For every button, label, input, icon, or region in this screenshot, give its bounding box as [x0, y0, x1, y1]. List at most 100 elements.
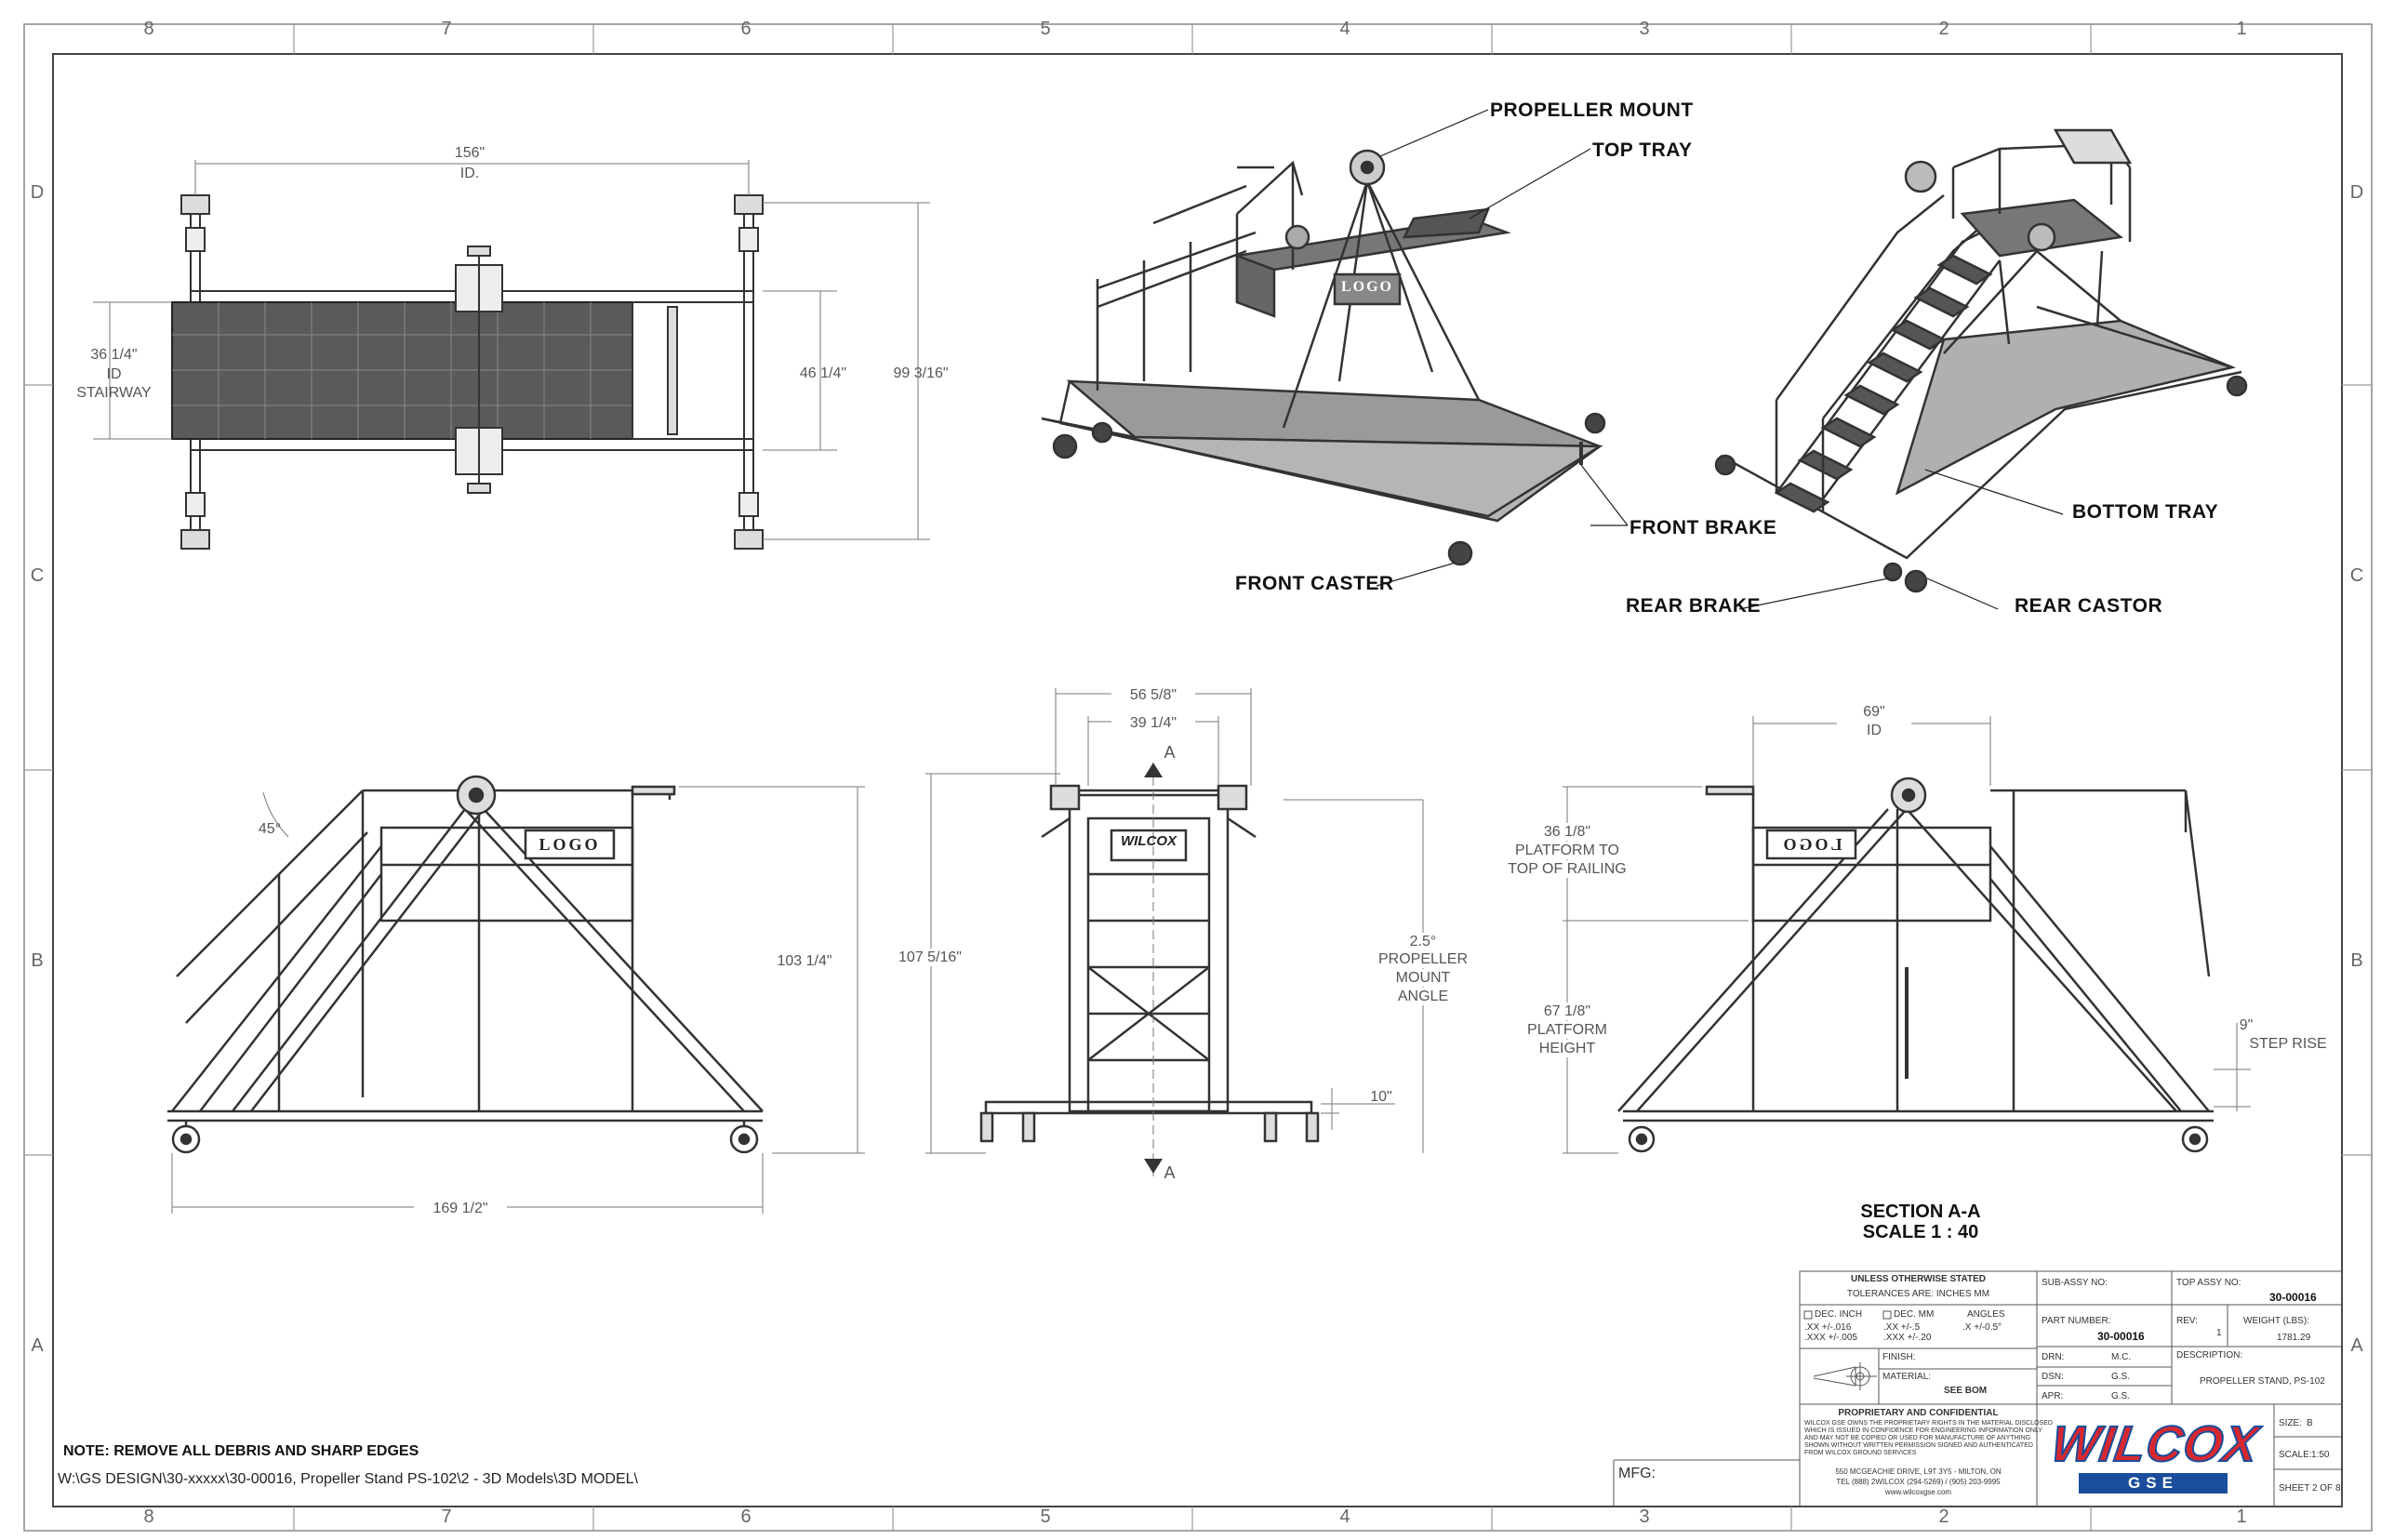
- dim-railing-l1: PLATFORM TO: [1488, 842, 1646, 859]
- callout-front-brake: FRONT BRAKE: [1629, 517, 1777, 538]
- wilcox-logo-wordmark: WILCOX: [2047, 1415, 2263, 1473]
- front-view: [981, 786, 1318, 1141]
- tb-top-assy-value: 30-00016: [2269, 1291, 2317, 1304]
- callout-propeller-mount: PROPELLER MOUNT: [1490, 100, 1694, 121]
- section-label-top: A: [1164, 743, 1176, 762]
- dim-platform-width-sub: ID: [1837, 722, 1911, 739]
- tb-description: DESCRIPTION:: [2176, 1350, 2243, 1361]
- tb-dec-inch-v1: .XX +/-.016: [1804, 1322, 1852, 1333]
- top-view: [172, 195, 763, 549]
- zone-col-3-top: 3: [1639, 19, 1650, 39]
- tb-dsn: DSN:: [2042, 1372, 2064, 1382]
- dim-step: 9": [2239, 1017, 2254, 1033]
- tb-tolerances: TOLERANCES ARE: INCHES MM: [1846, 1289, 1990, 1299]
- zone-col-4-top: 4: [1339, 19, 1350, 39]
- zone-col-7-top: 7: [441, 19, 452, 39]
- dim-front-inner: 39 1/4": [1111, 714, 1195, 732]
- dim-platform-h-l1: PLATFORM: [1507, 1021, 1628, 1039]
- dim-stair-width-sub2: STAIRWAY: [76, 385, 152, 401]
- zone-row-c-right: C: [2349, 565, 2364, 586]
- drawing-note: NOTE: REMOVE ALL DEBRIS AND SHARP EDGES: [63, 1443, 419, 1459]
- tb-size: SIZE:: [2279, 1418, 2303, 1428]
- callout-rear-castor: REAR CASTOR: [2015, 595, 2163, 617]
- zone-row-c-left: C: [30, 565, 45, 586]
- dim-stair-width-sub1: ID: [106, 366, 122, 382]
- section-label-bottom: A: [1164, 1163, 1176, 1182]
- dim-platform-width: 69": [1863, 704, 1885, 720]
- zone-col-5-bottom: 5: [1040, 1507, 1051, 1527]
- tb-scale-value: 1:50: [2311, 1450, 2330, 1460]
- zone-col-8-top: 8: [143, 19, 154, 39]
- tb-size-value: B: [2307, 1418, 2313, 1428]
- zone-col-7-bottom: 7: [441, 1507, 452, 1527]
- dim-step-l1: STEP RISE: [2249, 1036, 2327, 1052]
- dim-mount-angle: 2.5°: [1367, 933, 1479, 950]
- tb-unless: UNLESS OTHERWISE STATED: [1850, 1274, 1986, 1284]
- iso-rear-leaders: [1739, 470, 2063, 609]
- tb-drn: DRN:: [2042, 1352, 2065, 1362]
- tb-rev-value: 1: [2216, 1328, 2222, 1338]
- zone-row-d-right: D: [2349, 182, 2364, 203]
- zone-row-b-right: B: [2350, 950, 2363, 971]
- tb-description-value: PROPELLER STAND, PS-102: [2200, 1376, 2325, 1387]
- zone-col-1-bottom: 1: [2236, 1507, 2247, 1527]
- tb-part-number: PART NUMBER:: [2042, 1316, 2111, 1326]
- tb-angles: ANGLES: [1967, 1309, 2005, 1320]
- dim-front-outer: 56 5/8": [1111, 686, 1195, 704]
- dim-overall-depth: 99 3/16": [893, 365, 949, 381]
- side-view-right: [1618, 778, 2214, 1151]
- iso-front-leaders: [1377, 110, 1628, 586]
- dim-platform-h: 67 1/8": [1507, 1002, 1628, 1020]
- section-arrows: [1144, 763, 1163, 1174]
- dim-angle: 45°: [258, 821, 282, 837]
- top-view-dims: [93, 160, 930, 539]
- tb-material: MATERIAL:: [1882, 1372, 1932, 1382]
- zone-col-5-top: 5: [1040, 19, 1051, 39]
- callout-front-caster: FRONT CASTER: [1235, 573, 1394, 594]
- zone-col-4-bottom: 4: [1339, 1507, 1350, 1527]
- dim-mount-angle-l3: ANGLE: [1367, 988, 1479, 1005]
- tb-top-assy: TOP ASSY NO:: [2176, 1278, 2241, 1288]
- dim-railing-l2: TOP OF RAILING: [1488, 860, 1646, 878]
- zone-col-3-bottom: 3: [1639, 1507, 1650, 1527]
- iso-view-rear: [1716, 130, 2246, 591]
- tb-weight-value: 1781.29: [2277, 1333, 2311, 1343]
- tb-part-number-value: 30-00016: [2097, 1330, 2145, 1343]
- dim-top-width: 156": [454, 145, 486, 161]
- tb-rev: REV:: [2176, 1316, 2198, 1326]
- tb-finish: FINISH:: [1882, 1352, 1916, 1362]
- zone-row-a-right: A: [2350, 1335, 2363, 1356]
- tb-dsn-value: G.S.: [2111, 1372, 2131, 1382]
- tb-mfg: MFG:: [1618, 1466, 1656, 1481]
- tb-address-1: 550 MCGEACHIE DRIVE, L9T 3Y5 - MILTON, O…: [1835, 1467, 2002, 1476]
- zone-row-b-left: B: [31, 950, 44, 971]
- dim-height-front: 107 5/16": [879, 949, 981, 966]
- tb-proprietary-title: PROPRIETARY AND CONFIDENTIAL: [1838, 1408, 1999, 1418]
- tb-proprietary-l5: FROM WILCOX GROUND SERVICES: [1804, 1450, 1917, 1456]
- tb-sub-assy: SUB-ASSY NO:: [2042, 1278, 2108, 1288]
- section-title: SECTION A-A: [1860, 1201, 1981, 1222]
- dim-top-width-sub: ID.: [459, 166, 480, 181]
- dim-inner-depth: 46 1/4": [799, 365, 847, 381]
- tb-drn-value: M.C.: [2111, 1352, 2132, 1362]
- dim-mount-angle-l1: PROPELLER: [1367, 950, 1479, 968]
- wilcox-logo-gse: GSE: [2079, 1473, 2228, 1494]
- dim-railing: 36 1/8": [1488, 823, 1646, 841]
- logo-side-right: LOGO: [1780, 835, 1842, 854]
- dim-length: 169 1/2": [414, 1200, 507, 1217]
- zone-col-1-top: 1: [2236, 19, 2247, 39]
- zone-col-2-top: 2: [1938, 19, 1949, 39]
- zone-row-a-left: A: [31, 1335, 44, 1356]
- tb-proprietary-l2: WHICH IS ISSUED IN CONFIDENCE FOR ENGINE…: [1804, 1427, 2043, 1434]
- tb-sheet: SHEET 2 OF 8: [2279, 1483, 2341, 1494]
- zone-col-6-bottom: 6: [740, 1507, 752, 1527]
- iso-view-front: [1042, 151, 1604, 564]
- side-view-left: [167, 777, 763, 1152]
- logo-iso-front: LOGO: [1340, 279, 1393, 295]
- zone-col-2-bottom: 2: [1938, 1507, 1949, 1527]
- tb-dec-inch-v2: .XXX +/-.005: [1804, 1333, 1857, 1343]
- zone-row-d-left: D: [30, 182, 45, 203]
- callout-rear-brake: REAR BRAKE: [1626, 595, 1762, 617]
- tb-angles-v: .X +/-0.5°: [1962, 1322, 2002, 1333]
